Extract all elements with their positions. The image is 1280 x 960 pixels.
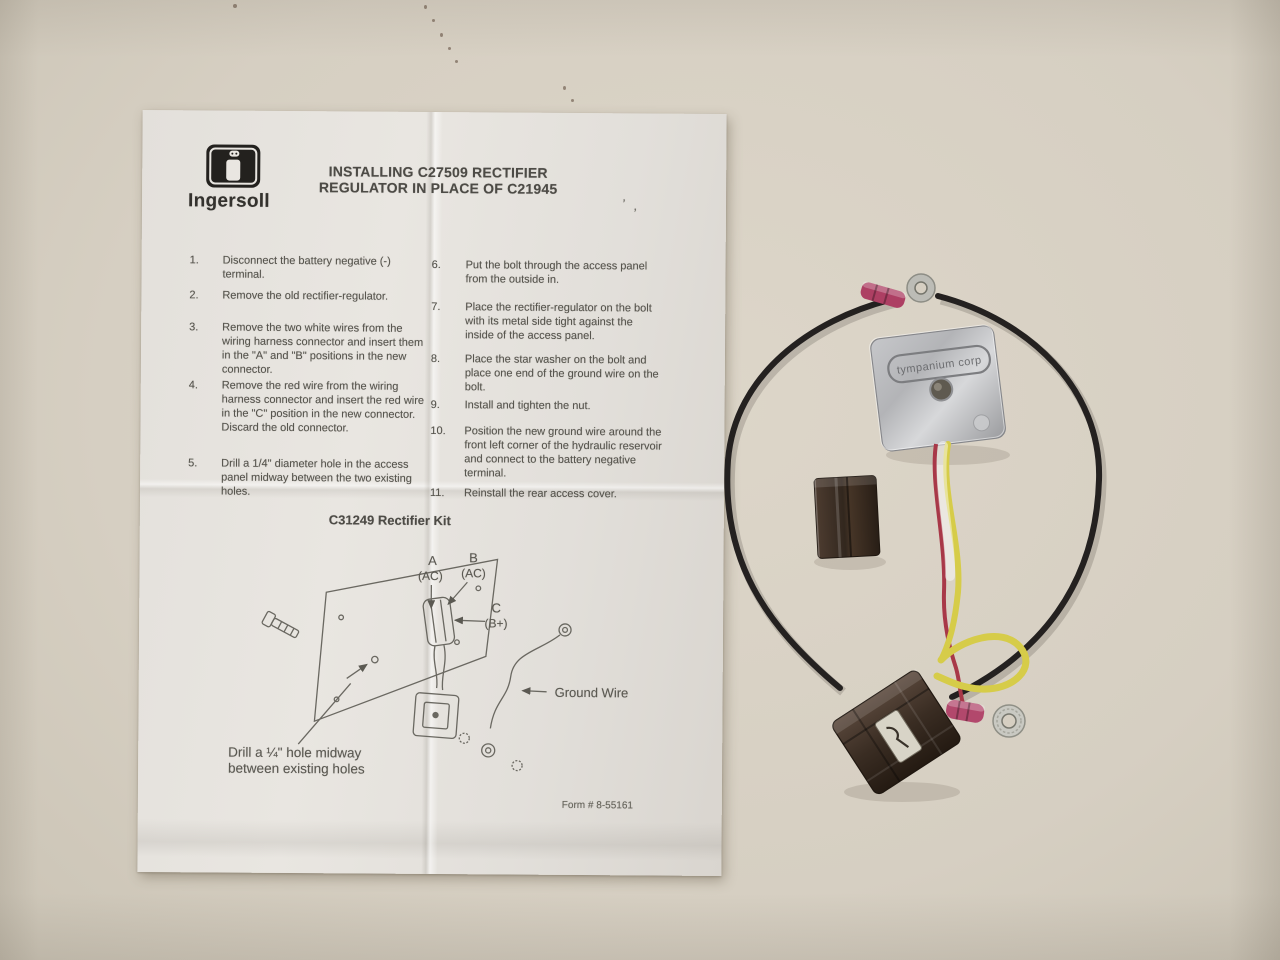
connector-sketch	[422, 596, 456, 691]
drill-note-line-1: Drill a ¼" hole midway	[228, 745, 361, 761]
ground-wire-label: Ground Wire	[555, 685, 629, 701]
spare-connector-housing	[813, 475, 881, 559]
step-number: 10.	[430, 424, 446, 438]
yellow-wire	[938, 441, 962, 663]
step-text: Drill a 1/4" diameter hole in the access…	[220, 457, 412, 498]
step-number: 5.	[188, 457, 198, 470]
yellow-wire-loop	[933, 633, 1030, 693]
brand-name: Ingersoll	[187, 190, 270, 212]
step-item: 1. Disconnect the battery negative (-) t…	[189, 253, 427, 283]
step-text: Reinstall the rear access cover.	[463, 487, 617, 501]
step-item: 11. Reinstall the rear access cover.	[430, 486, 662, 502]
kit-heading: C31249 Rectifier Kit	[328, 512, 451, 529]
bolt-sketch	[261, 610, 300, 639]
rectifier-regulator: tympanium corp	[869, 324, 1006, 452]
step-item: 3. Remove the two white wires from the w…	[189, 320, 427, 378]
kit-parts: tympanium corp	[724, 273, 1107, 802]
harness-connector	[830, 668, 961, 795]
step-text: Disconnect the battery negative (-) term…	[222, 254, 391, 281]
step-number: 9.	[430, 398, 440, 412]
access-panel-sketch	[297, 558, 499, 745]
ring-terminal-bottom	[992, 704, 1026, 738]
step-number: 3.	[189, 321, 199, 334]
step-item: 7. Place the rectifier-regulator on the …	[431, 300, 663, 344]
instruction-sheet: Ingersoll INSTALLING C27509 RECTIFIER RE…	[137, 109, 727, 877]
step-item: 10. Position the new ground wire around …	[430, 424, 662, 482]
step-number: 8.	[430, 352, 441, 366]
logo-eye	[231, 152, 234, 155]
step-item: 9. Install and tighten the nut.	[431, 398, 663, 414]
terminal-a-label: A	[428, 553, 437, 568]
speck	[424, 5, 427, 9]
speck	[455, 60, 458, 63]
title-line-1: INSTALLING C27509 RECTIFIER	[328, 163, 548, 181]
step-item: 2. Remove the old rectifier-regulator.	[189, 288, 427, 304]
step-number: 7.	[431, 300, 441, 314]
title-line-2: REGULATOR IN PLACE OF C21945	[318, 179, 558, 197]
ingersoll-logo-icon	[206, 144, 261, 188]
regulator-wires	[932, 441, 1030, 708]
step-number: 6.	[431, 258, 441, 272]
step-number: 11.	[429, 486, 445, 500]
rectifier-sketch	[412, 692, 460, 740]
terminal-b-label: B	[469, 550, 478, 565]
step-text: Remove the old rectifier-regulator.	[222, 289, 389, 303]
clear-sleeve	[936, 441, 956, 581]
speck	[563, 86, 566, 90]
speck	[448, 47, 451, 50]
kit-diagram: A (AC) B (AC) C (B+)	[228, 550, 629, 777]
step-number: 4.	[188, 379, 198, 392]
step-number: 1.	[189, 254, 199, 267]
step-item: 4. Remove the red wire from the wiring h…	[188, 378, 426, 436]
terminal-c-sub: (B+)	[485, 616, 508, 630]
drill-note-line-2: between existing holes	[228, 761, 365, 777]
ground-wire-sketch	[458, 623, 572, 772]
step-text: Install and tighten the nut.	[464, 399, 591, 413]
crimp-terminal-top	[860, 281, 907, 308]
terminal-a-sub: (AC)	[418, 569, 443, 583]
speck	[571, 99, 574, 102]
embossed-oval	[887, 344, 991, 384]
form-number: Form # 8-55161	[561, 799, 634, 812]
sheet-title: INSTALLING C27509 RECTIFIER REGULATOR IN…	[308, 163, 568, 197]
logo-eye	[235, 152, 238, 155]
step-number: 2.	[189, 289, 199, 302]
terminal-c-label: C	[491, 600, 500, 615]
speck	[432, 19, 435, 22]
pen-mark: ’ ,	[621, 196, 642, 214]
step-text: Position the new ground wire around the …	[464, 425, 662, 480]
case-dimple	[973, 414, 991, 432]
step-text: Remove the two white wires from the wiri…	[221, 321, 424, 376]
step-text: Remove the red wire from the wiring harn…	[221, 379, 425, 435]
shadow	[844, 782, 960, 802]
logo-bar	[226, 159, 241, 181]
step-item: 8. Place the star washer on the bolt and…	[431, 352, 663, 396]
step-text: Put the bolt through the access panel fr…	[465, 259, 648, 286]
ring-terminal-top	[906, 273, 936, 303]
step-item: 5. Drill a 1/4" diameter hole in the acc…	[188, 456, 426, 500]
step-item: 6. Put the bolt through the access panel…	[431, 258, 663, 288]
terminal-b-sub: (AC)	[461, 566, 486, 580]
step-text: Place the star washer on the bolt and pl…	[464, 353, 659, 394]
speck	[233, 4, 237, 8]
step-text: Place the rectifier-regulator on the bol…	[465, 301, 652, 343]
crimp-terminal-bottom	[946, 699, 985, 723]
speck	[440, 33, 443, 37]
